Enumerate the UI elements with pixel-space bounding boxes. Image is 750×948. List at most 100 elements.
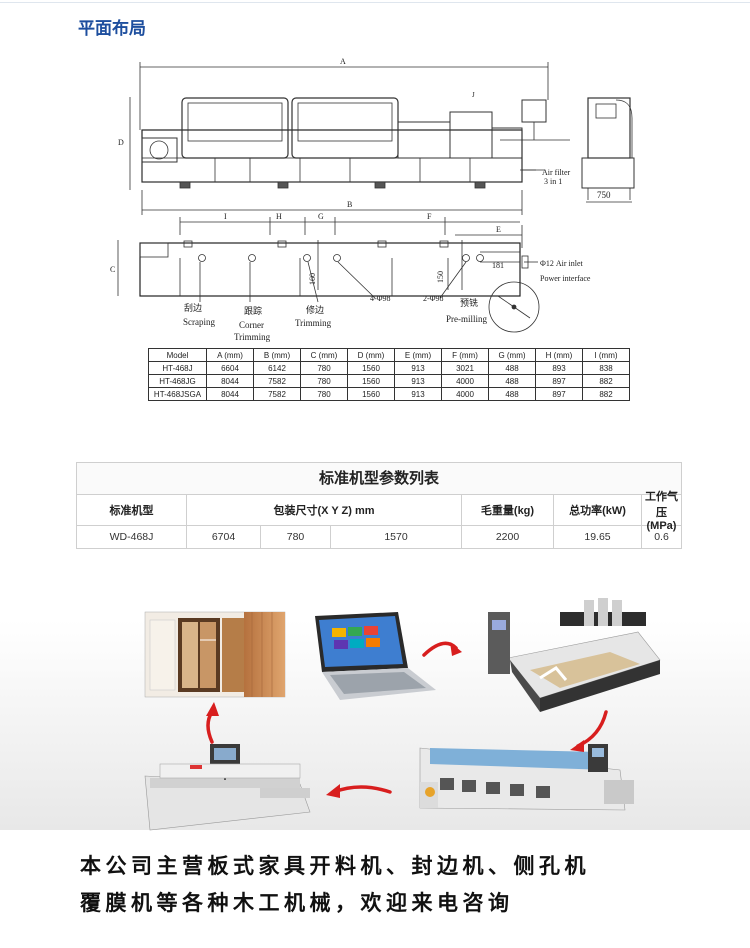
param-header-size: 包装尺寸(X Y Z) mm [187,495,462,525]
dimension-table: Model A (mm) B (mm) C (mm) D (mm) E (mm)… [148,348,630,401]
power-interface-label: Power interface [540,274,591,283]
station-premilling-en: Pre-milling [446,314,487,324]
dim-label-h: H [276,212,282,221]
table-cell: 488 [488,361,536,375]
dim-header-cell: H (mm) [535,348,583,362]
param-header-pressure: 工作气压(MPa) [645,491,678,532]
company-slogan: 本公司主营板式家具开料机、封边机、侧孔机 覆膜机等各种木工机械，欢迎来电咨询 [80,848,700,922]
hole-label-2: 2-Φ98 [423,294,444,303]
hole-label-1: 4-Φ98 [370,294,391,303]
workflow-illustration [0,598,750,831]
dim-label-150: 150 [436,271,445,283]
dim-header-cell: D (mm) [347,348,395,362]
table-cell: 488 [488,374,536,388]
table-cell: 913 [394,374,442,388]
station-corner-cn: 跟踪 [244,305,262,317]
table-cell: 3021 [441,361,489,375]
station-trimming-cn: 修边 [306,304,324,316]
table-cell: 838 [582,361,630,375]
dim-label-g: G [318,212,324,221]
parameter-table: 标准机型参数列表 标准机型 包装尺寸(X Y Z) mm 毛重量(kg) 总功率… [76,462,682,549]
dim-label-f: F [427,212,432,221]
dim-label-a: A [340,57,346,66]
table-row: WD-468J 6704 780 1570 2200 19.65 0.6 [77,526,681,548]
table-cell: HT-468JG [148,374,207,388]
dim-header-cell: G (mm) [488,348,536,362]
dim-label-d: D [118,138,124,147]
param-pressure: 0.6 [654,531,669,543]
table-cell: 897 [535,387,583,401]
table-cell: HT-468JSGA [148,387,207,401]
param-power: 19.65 [554,526,642,548]
table-cell: 893 [535,361,583,375]
dim-label-181: 181 [492,261,504,270]
station-scraping-en: Scraping [183,317,215,327]
param-size-z: 1570 [331,526,462,548]
wardrobe-image [144,611,286,698]
dim-label-750: 750 [597,190,611,200]
param-model: WD-468J [77,526,187,548]
parameter-table-header: 标准机型 包装尺寸(X Y Z) mm 毛重量(kg) 总功率(kW) 工作气压… [77,491,681,532]
dim-header-cell: E (mm) [394,348,442,362]
param-header-model: 标准机型 [77,495,187,525]
top-divider [0,2,750,3]
table-cell: 913 [394,387,442,401]
table-cell: 488 [488,387,536,401]
dim-label-b: B [347,200,352,209]
dim-label-c: C [110,265,115,274]
dim-label-i: I [224,212,227,221]
param-header-weight: 毛重量(kg) [462,495,554,525]
param-header-power: 总功率(kW) [554,495,642,525]
table-cell: 780 [300,374,348,388]
table-cell: 882 [582,374,630,388]
slogan-line-2: 覆膜机等各种木工机械，欢迎来电咨询 [80,891,514,915]
air-filter-label-2: 3 in 1 [544,177,562,186]
table-cell: 4000 [441,374,489,388]
layout-drawing: A B C D E F G H I 750 160 150 181 J Air … [110,57,635,342]
dim-header-cell: F (mm) [441,348,489,362]
table-cell: 1560 [347,387,395,401]
table-row: HT-468J 6604 6142 780 1560 913 3021 488 … [148,361,630,375]
dim-header-cell: Model [148,348,207,362]
table-cell: 8044 [206,387,254,401]
table-cell: HT-468J [148,361,207,375]
edge-banding-machine-image [419,744,634,811]
laptop-image [315,612,436,700]
table-row: HT-468JG 8044 7582 780 1560 913 4000 488… [148,374,630,388]
side-hole-drilling-machine-image [144,744,311,831]
station-premilling-cn: 预铣 [460,297,478,309]
marker-j: J [472,91,475,99]
dim-header-cell: I (mm) [582,348,630,362]
dim-header-cell: B (mm) [253,348,301,362]
cnc-router-image [488,598,661,712]
station-corner-en-2: Trimming [234,332,271,342]
station-trimming-en: Trimming [295,318,332,328]
station-scraping-cn: 刮边 [184,302,202,314]
table-cell: 8044 [206,374,254,388]
table-cell: 7582 [253,374,301,388]
table-cell: 913 [394,361,442,375]
dim-header-cell: C (mm) [300,348,348,362]
param-size-x: 6704 [187,526,261,548]
table-cell: 780 [300,387,348,401]
air-inlet-label: Φ12 Air inlet [540,259,584,268]
table-cell: 1560 [347,361,395,375]
station-corner-en: Corner [239,320,264,330]
dim-label-e: E [496,225,501,234]
dim-label-160: 160 [308,273,317,285]
dim-header-cell: A (mm) [206,348,254,362]
parameter-table-title: 标准机型参数列表 [77,463,681,495]
table-cell: 7582 [253,387,301,401]
table-cell: 6142 [253,361,301,375]
table-cell: 1560 [347,374,395,388]
param-size-y: 780 [261,526,331,548]
table-cell: 780 [300,361,348,375]
section-title: 平面布局 [78,19,146,39]
slogan-line-1: 本公司主营板式家具开料机、封边机、侧孔机 [80,854,590,878]
table-cell: 882 [582,387,630,401]
air-filter-label: Air filter [542,168,571,177]
param-weight: 2200 [462,526,554,548]
table-cell: 4000 [441,387,489,401]
table-row: HT-468JSGA 8044 7582 780 1560 913 4000 4… [148,387,630,401]
dimension-table-header: Model A (mm) B (mm) C (mm) D (mm) E (mm)… [148,348,630,362]
